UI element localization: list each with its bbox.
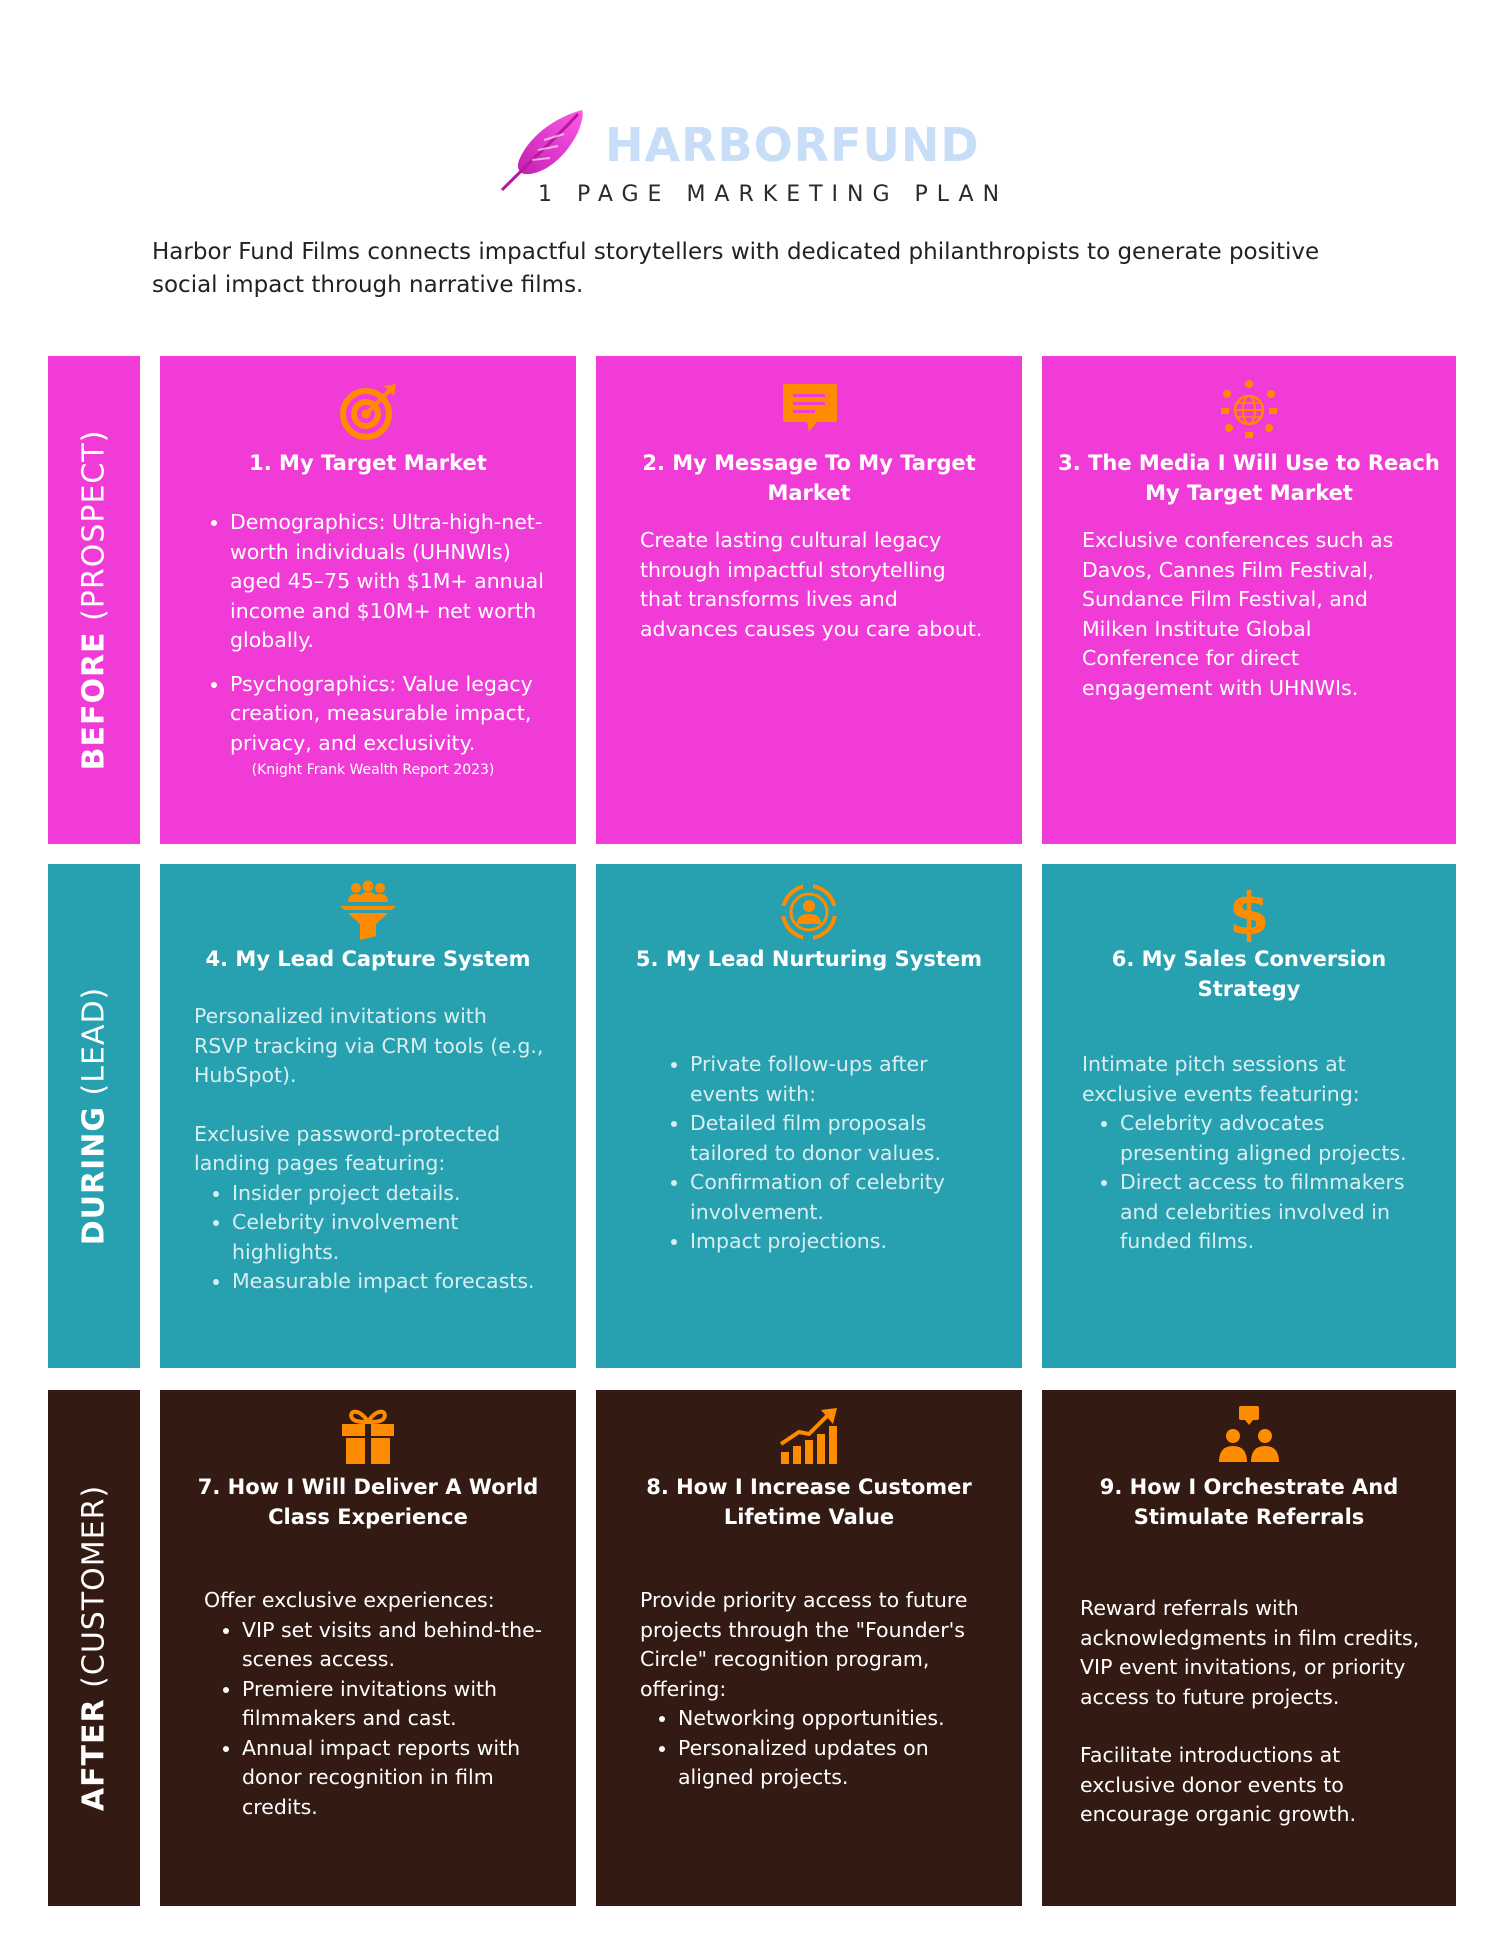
card-body: Reward referrals with acknowledgments in… [1080, 1594, 1426, 1830]
list-item: VIP set visits and behind-the-scenes acc… [242, 1616, 548, 1675]
person-cycle-icon [779, 882, 839, 942]
row-label-strong: AFTER [76, 1698, 112, 1812]
list-item: Demographics: Ultra-high-net-worth indiv… [230, 508, 552, 656]
source-note: (Knight Frank Wealth Report 2023) [251, 762, 495, 778]
card-title: 5. My Lead Nurturing System [635, 947, 983, 971]
card-paragraph: Facilitate introductions at exclusive do… [1080, 1743, 1357, 1826]
card-world-class-experience: 7. How I Will Deliver A World Class Expe… [160, 1390, 576, 1906]
page-subtitle: 1 PAGE MARKETING PLAN [538, 182, 1009, 207]
card-target-market: 1. My Target Market Demographics: Ultra-… [160, 356, 576, 844]
list-item: Private follow-ups after events with: [690, 1050, 998, 1109]
list-item: Premiere invitations with filmmakers and… [242, 1675, 548, 1734]
card-title: 2. My Message To My Target Market [642, 451, 976, 505]
card-media: 3. The Media I Will Use to Reach My Targ… [1042, 356, 1456, 844]
card-title: 4. My Lead Capture System [205, 947, 531, 971]
card-paragraph: Exclusive password-protected landing pag… [194, 1121, 501, 1176]
card-title: 7. How I Will Deliver A World Class Expe… [197, 1475, 539, 1529]
card-body: Personalized invitations with RSVP track… [194, 1002, 546, 1297]
gift-icon [342, 1409, 394, 1464]
list-item: Confirmation of celebrity involvement. [690, 1168, 998, 1227]
card-title: 6. My Sales Conversion Strategy [1111, 947, 1387, 1001]
row-label-before: BEFORE (PROSPECT) [48, 356, 140, 844]
card-paragraph: Personalized invitations with RSVP track… [194, 1004, 544, 1087]
intro-paragraph: Harbor Fund Films connects impactful sto… [152, 239, 1320, 298]
card-body: Create lasting cultural legacy through i… [640, 528, 983, 641]
card-body: Private follow-ups after events with: De… [652, 1050, 998, 1257]
card-paragraph: Reward referrals with acknowledgments in… [1080, 1596, 1420, 1709]
list-item: Personalized updates on aligned projects… [678, 1734, 992, 1793]
card-referrals: 9. How I Orchestrate And Stimulate Refer… [1042, 1390, 1456, 1906]
row-label-light: (LEAD) [76, 986, 112, 1106]
card-body: Offer exclusive experiences: VIP set vis… [204, 1586, 548, 1822]
card-message: 2. My Message To My Target Market Create… [596, 356, 1022, 844]
chat-message-icon [783, 384, 837, 432]
dollar-sign-icon: $ [1229, 880, 1269, 942]
svg-text:$: $ [1229, 880, 1269, 942]
card-sales-conversion: $ 6. My Sales Conversion Strategy Intima… [1042, 864, 1456, 1368]
card-title: 9. How I Orchestrate And Stimulate Refer… [1099, 1475, 1399, 1529]
row-label-strong: DURING [76, 1105, 112, 1246]
list-item: Networking opportunities. [678, 1704, 992, 1734]
row-label-light: (CUSTOMER) [76, 1484, 112, 1699]
people-funnel-icon [340, 880, 396, 940]
card-paragraph: Provide priority access to future projec… [640, 1588, 968, 1701]
card-lead-nurturing: 5. My Lead Nurturing System Private foll… [596, 864, 1022, 1368]
list-item: Measurable impact forecasts. [232, 1267, 546, 1297]
row-label-strong: BEFORE [76, 631, 112, 771]
list-item: Detailed film proposals tailored to dono… [690, 1109, 998, 1168]
feather-logo-icon [500, 110, 583, 192]
list-item: Celebrity involvement highlights. [232, 1208, 546, 1267]
list-item: Celebrity advocates presenting aligned p… [1120, 1109, 1434, 1168]
row-label-during: DURING (LEAD) [48, 864, 140, 1368]
growth-chart-icon [779, 1408, 837, 1464]
target-icon [340, 384, 396, 440]
list-item: Psychographics: Value legacy creation, m… [230, 670, 552, 759]
card-body: Intimate pitch sessions at exclusive eve… [1082, 1050, 1434, 1257]
card-title: 1. My Target Market [249, 451, 487, 475]
card-body: Provide priority access to future projec… [640, 1586, 992, 1793]
card-title: 8. How I Increase Customer Lifetime Valu… [646, 1475, 972, 1529]
list-item: Direct access to filmmakers and celebrit… [1120, 1168, 1434, 1257]
global-media-icon [1221, 380, 1277, 438]
row-label-light: (PROSPECT) [76, 429, 112, 632]
card-body: Exclusive conferences such as Davos, Can… [1082, 528, 1394, 700]
card-body: Demographics: Ultra-high-net-worth indiv… [194, 508, 552, 780]
list-item: Insider project details. [232, 1179, 546, 1209]
list-item: Impact projections. [690, 1227, 998, 1257]
card-paragraph: Offer exclusive experiences: [204, 1588, 495, 1612]
brand-name: HARBORFUND [605, 118, 980, 172]
row-label-after: AFTER (CUSTOMER) [48, 1390, 140, 1906]
card-customer-lifetime-value: 8. How I Increase Customer Lifetime Valu… [596, 1390, 1022, 1906]
card-paragraph: Intimate pitch sessions at exclusive eve… [1082, 1052, 1360, 1106]
card-title: 3. The Media I Will Use to Reach My Targ… [1058, 451, 1440, 505]
referral-people-icon [1219, 1406, 1279, 1462]
list-item: Annual impact reports with donor recogni… [242, 1734, 548, 1823]
card-lead-capture: 4. My Lead Capture System Personalized i… [160, 864, 576, 1368]
